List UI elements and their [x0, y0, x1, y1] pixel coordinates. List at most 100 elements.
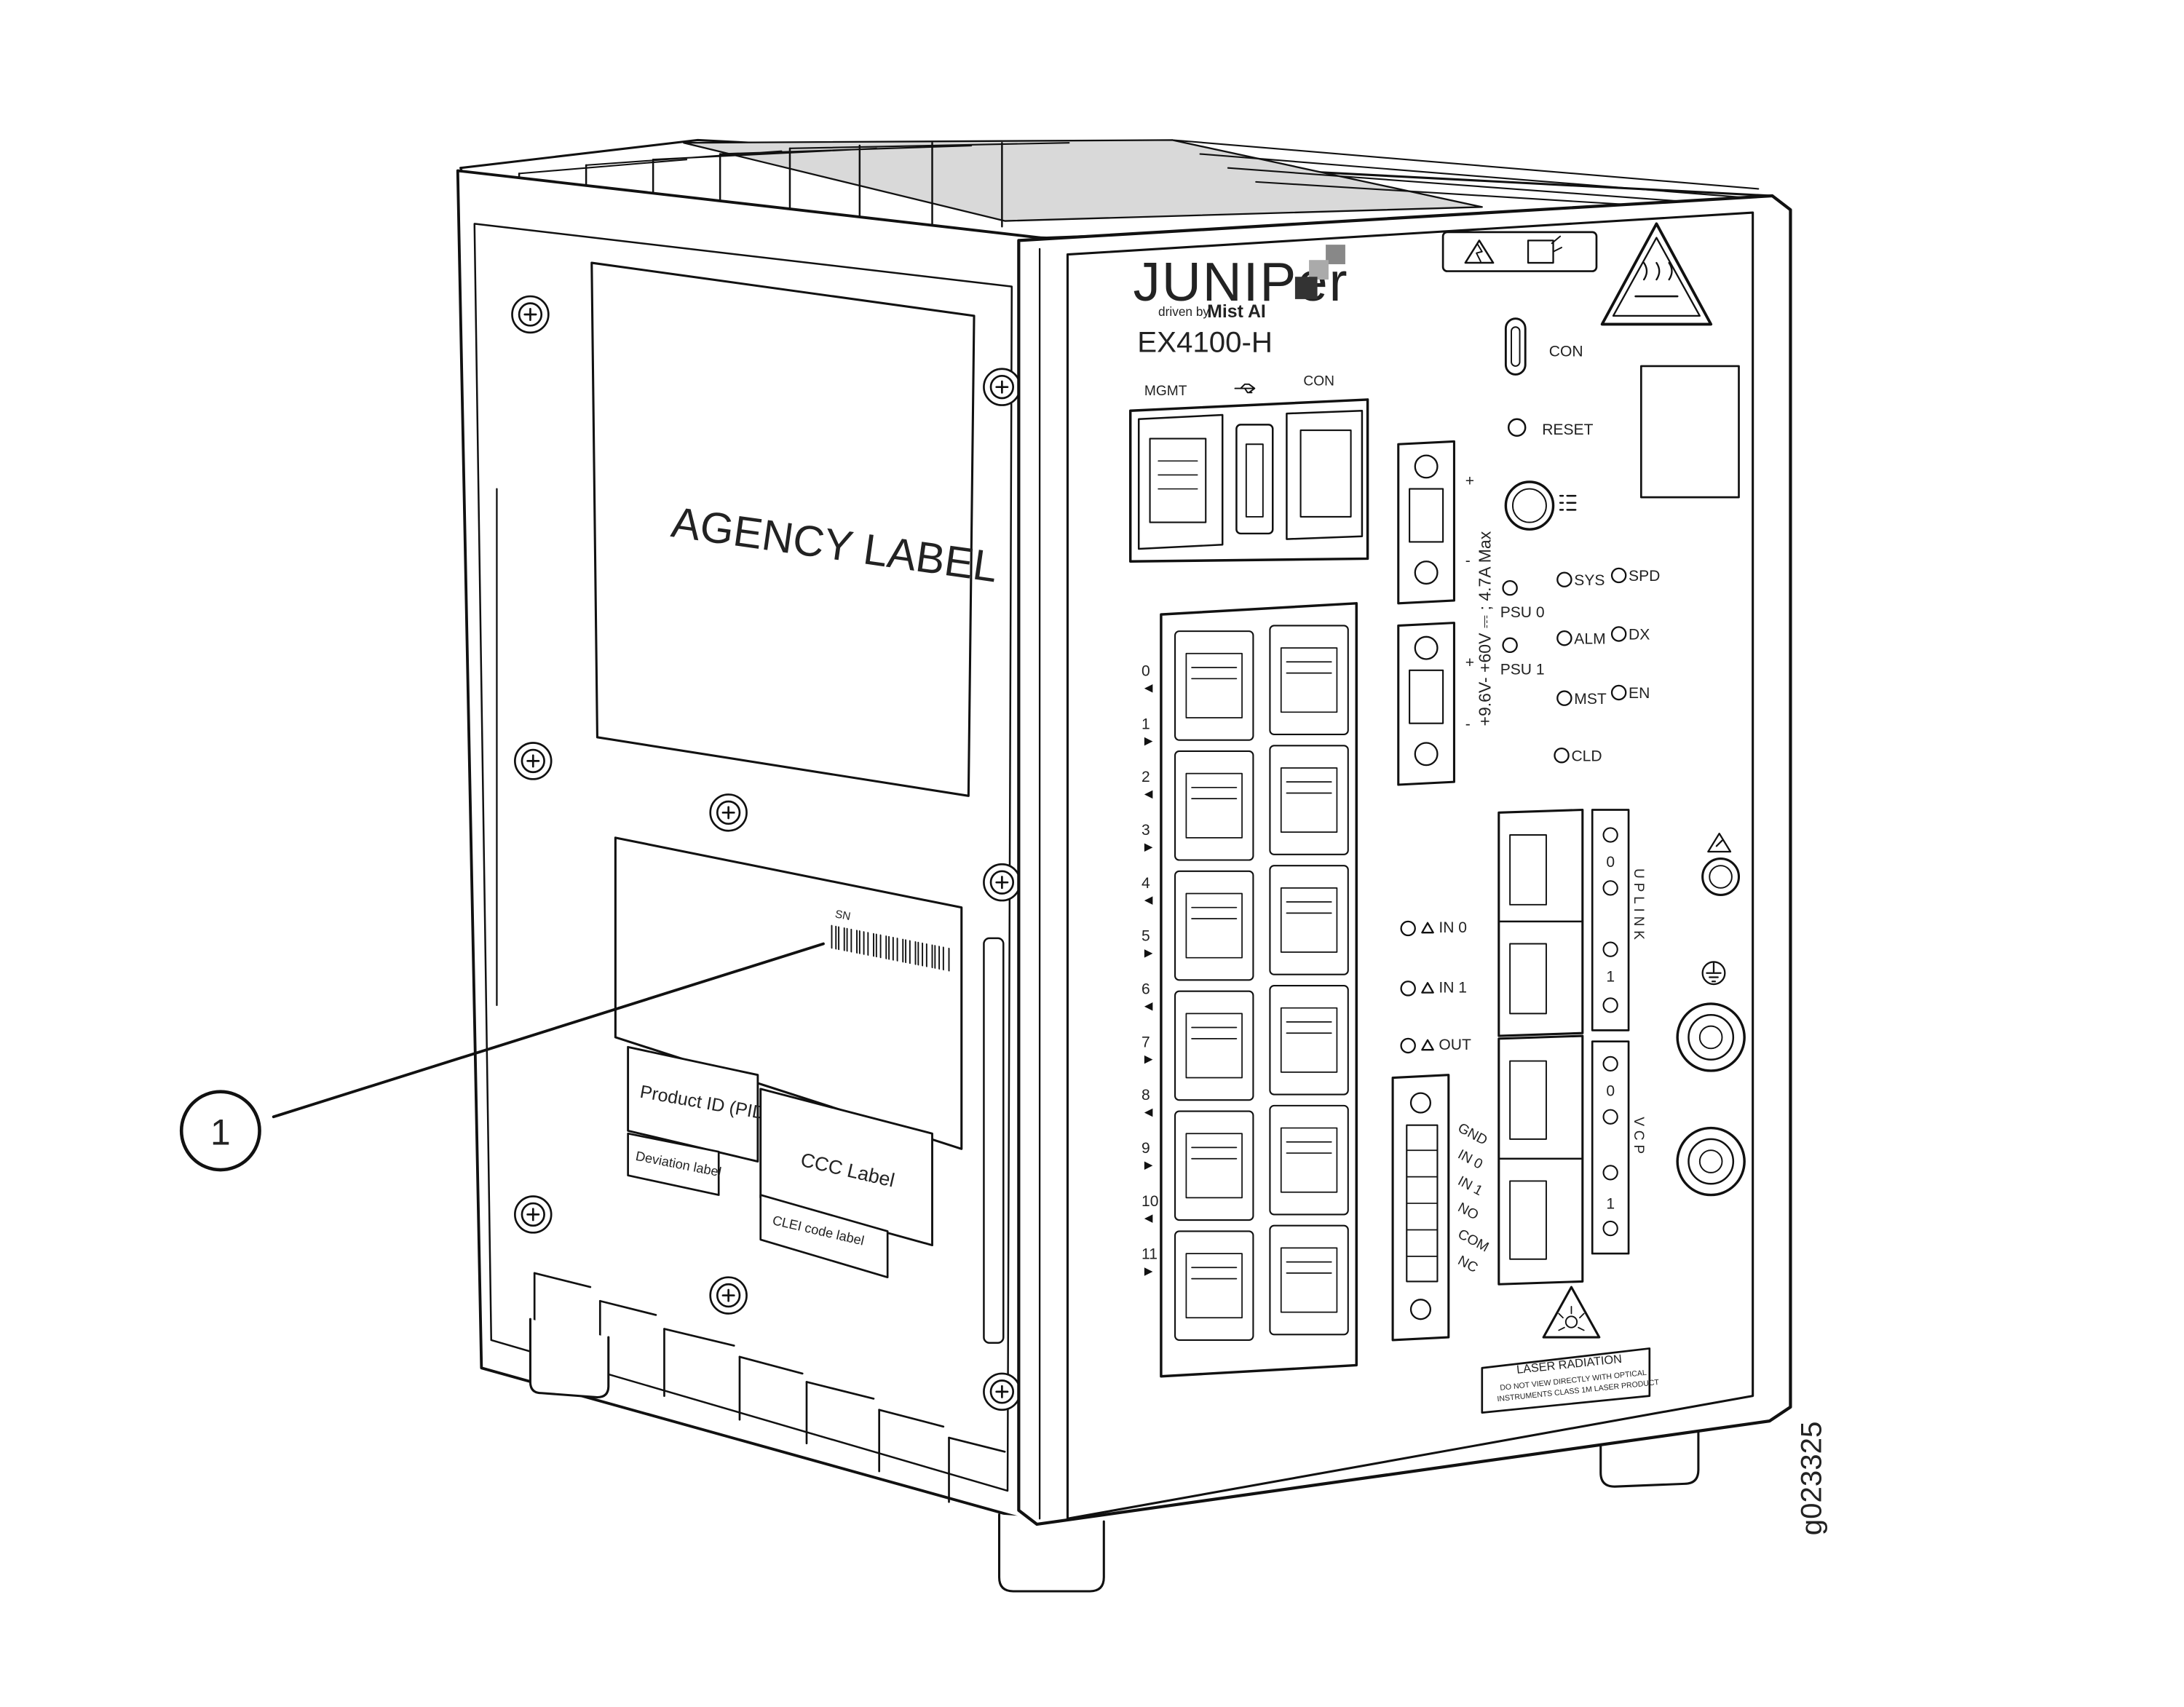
uplink-port-1-label: 1 [1606, 968, 1615, 985]
rj45-port-jack-0 [1185, 652, 1243, 718]
led-alm-label: ALM [1574, 630, 1605, 647]
power-minus-0: - [1465, 553, 1471, 569]
serial-label-plate [614, 836, 963, 1150]
vcp-title: VCP [1631, 1117, 1646, 1158]
usb-icon [1234, 383, 1256, 394]
alarm-bell-icon-2 [1421, 1039, 1434, 1051]
reset-label: RESET [1542, 421, 1593, 438]
port-link-indicator-5 [1144, 949, 1153, 958]
port-number-7: 7 [1142, 1034, 1150, 1050]
esd-jack [1701, 858, 1741, 896]
agency-label-plate [590, 261, 976, 797]
ground-icon [1701, 961, 1726, 986]
power-rating-label: +9.6V- +60V ⎓ ; 4.7A Max [1475, 531, 1494, 726]
mode-button-icon [1559, 494, 1577, 511]
rj45-port-9 [1269, 1104, 1349, 1216]
alarm-in0-label: IN 0 [1439, 919, 1467, 936]
rj45-port-8 [1174, 1110, 1254, 1221]
port-number-9: 9 [1142, 1140, 1150, 1157]
esd-icon [1707, 832, 1732, 853]
product-id-label-plate [627, 1045, 759, 1163]
callout-number: 1 [210, 1112, 231, 1153]
led-mst-label: MST [1574, 691, 1607, 708]
alarm-terminal-block [1391, 1074, 1450, 1342]
rj45-port-6 [1174, 990, 1254, 1101]
alarm-out-label: OUT [1439, 1037, 1471, 1053]
warning-label-box [1441, 231, 1598, 272]
rj45-port-jack-4 [1185, 892, 1243, 959]
port-link-indicator-10 [1144, 1214, 1153, 1223]
port-number-1: 1 [1142, 716, 1150, 732]
port-number-0: 0 [1142, 662, 1150, 679]
rj45-port-4 [1174, 870, 1254, 981]
port-link-indicator-3 [1144, 843, 1153, 852]
led-psu0-label: PSU 0 [1500, 604, 1545, 621]
port-number-5: 5 [1142, 928, 1150, 945]
alarm-bell-icon-0 [1421, 922, 1434, 934]
callout-circle [179, 1090, 261, 1172]
front-left-foot [997, 1513, 1105, 1593]
callout-leader-line [272, 942, 825, 1119]
rj45-port-block [1160, 602, 1358, 1378]
power-terminal-1 [1397, 622, 1455, 786]
console-usb-c-label: CON [1549, 343, 1583, 360]
vcp-port-0-label: 0 [1606, 1082, 1615, 1099]
barcode [831, 924, 950, 972]
rj45-port-jack-10 [1185, 1253, 1243, 1319]
led-psu1-label: PSU 1 [1500, 662, 1545, 678]
vcp-led-strip [1591, 1040, 1630, 1255]
hot-surface-icon [1600, 222, 1713, 326]
led-en-label: EN [1629, 685, 1650, 702]
laser-warning-icon [1542, 1286, 1601, 1339]
alarm-bell-icon-1 [1421, 982, 1434, 994]
rj45-port-jack-7 [1280, 1007, 1338, 1073]
port-link-indicator-9 [1144, 1161, 1153, 1171]
power-terminal-0 [1397, 440, 1455, 605]
ground-lug-0 [1676, 1002, 1746, 1072]
port-link-indicator-0 [1144, 684, 1153, 693]
port-link-indicator-8 [1144, 1108, 1153, 1117]
power-minus-1: - [1465, 716, 1471, 732]
port-number-3: 3 [1142, 822, 1150, 839]
rj45-port-jack-6 [1185, 1013, 1243, 1079]
figure-id: g023325 [1795, 1422, 1828, 1536]
brand-mark [1294, 245, 1345, 299]
led-cld-label: CLD [1571, 748, 1602, 764]
model-label: EX4100-H [1137, 326, 1273, 359]
rj45-port-jack-11 [1280, 1247, 1338, 1313]
rj45-port-jack-1 [1280, 647, 1338, 713]
rj45-port-jack-5 [1280, 887, 1338, 953]
vcp-port-1-label: 1 [1606, 1196, 1615, 1213]
left-foot [529, 1318, 610, 1399]
con-top-label: CON [1303, 374, 1334, 389]
alarm-leds [1400, 920, 1434, 1054]
port-link-indicator-2 [1144, 790, 1153, 799]
uplink-led-strip [1591, 809, 1630, 1031]
power-plus-0: + [1465, 473, 1474, 490]
uplink-port-0-label: 0 [1606, 854, 1615, 871]
port-link-indicator-11 [1144, 1267, 1153, 1276]
port-number-6: 6 [1142, 981, 1150, 998]
port-link-indicator-4 [1144, 896, 1153, 905]
vcp-sfp-cages [1497, 1034, 1584, 1286]
callout-1 [179, 942, 825, 1172]
alarm-in1-label: IN 1 [1439, 980, 1467, 997]
port-link-indicator-6 [1144, 1002, 1153, 1011]
serial-label-prefix: SN [834, 908, 852, 923]
mgmt-usb-con-ports [1128, 398, 1369, 563]
led-dx-label: DX [1629, 627, 1650, 643]
deviation-label-plate [627, 1132, 720, 1196]
rj45-port-jack-8 [1185, 1133, 1243, 1199]
rj45-port-3 [1269, 745, 1349, 855]
rj45-port-jack-3 [1280, 767, 1338, 833]
rj45-port-7 [1269, 984, 1349, 1096]
laser-warning-label [1481, 1347, 1651, 1414]
mgmt-label: MGMT [1144, 384, 1187, 399]
rj45-port-0 [1174, 630, 1254, 741]
power-plus-1: + [1465, 654, 1474, 671]
uplink-sfp-cages [1497, 808, 1584, 1037]
port-link-indicator-1 [1144, 737, 1153, 746]
brand-tagline-mist: Mist AI [1207, 301, 1266, 322]
brand-tagline-prefix: driven by [1158, 304, 1209, 319]
